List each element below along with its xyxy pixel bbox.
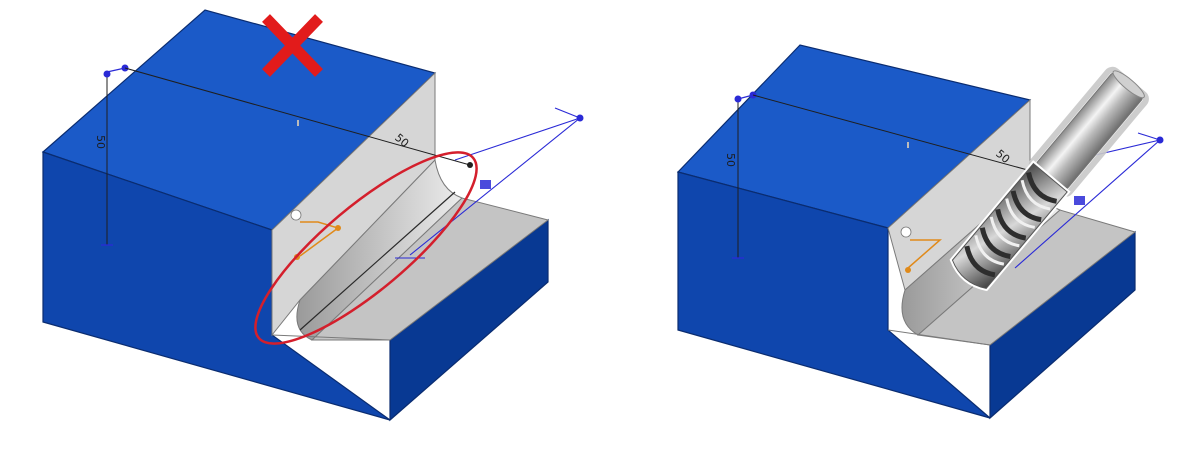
left-inner-edge (299, 191, 456, 331)
red-x-icon (262, 14, 323, 77)
left-part (41, 9, 550, 422)
right-dim-label-vertical: 50 (724, 153, 737, 167)
left-front-face (42, 151, 391, 421)
right-front-face (677, 171, 991, 419)
left-dim-label-vertical: 50 (94, 135, 107, 149)
left-highlight-ellipse (254, 151, 478, 345)
end-mill-icon (949, 66, 1149, 292)
left-cut-floor (310, 197, 550, 341)
